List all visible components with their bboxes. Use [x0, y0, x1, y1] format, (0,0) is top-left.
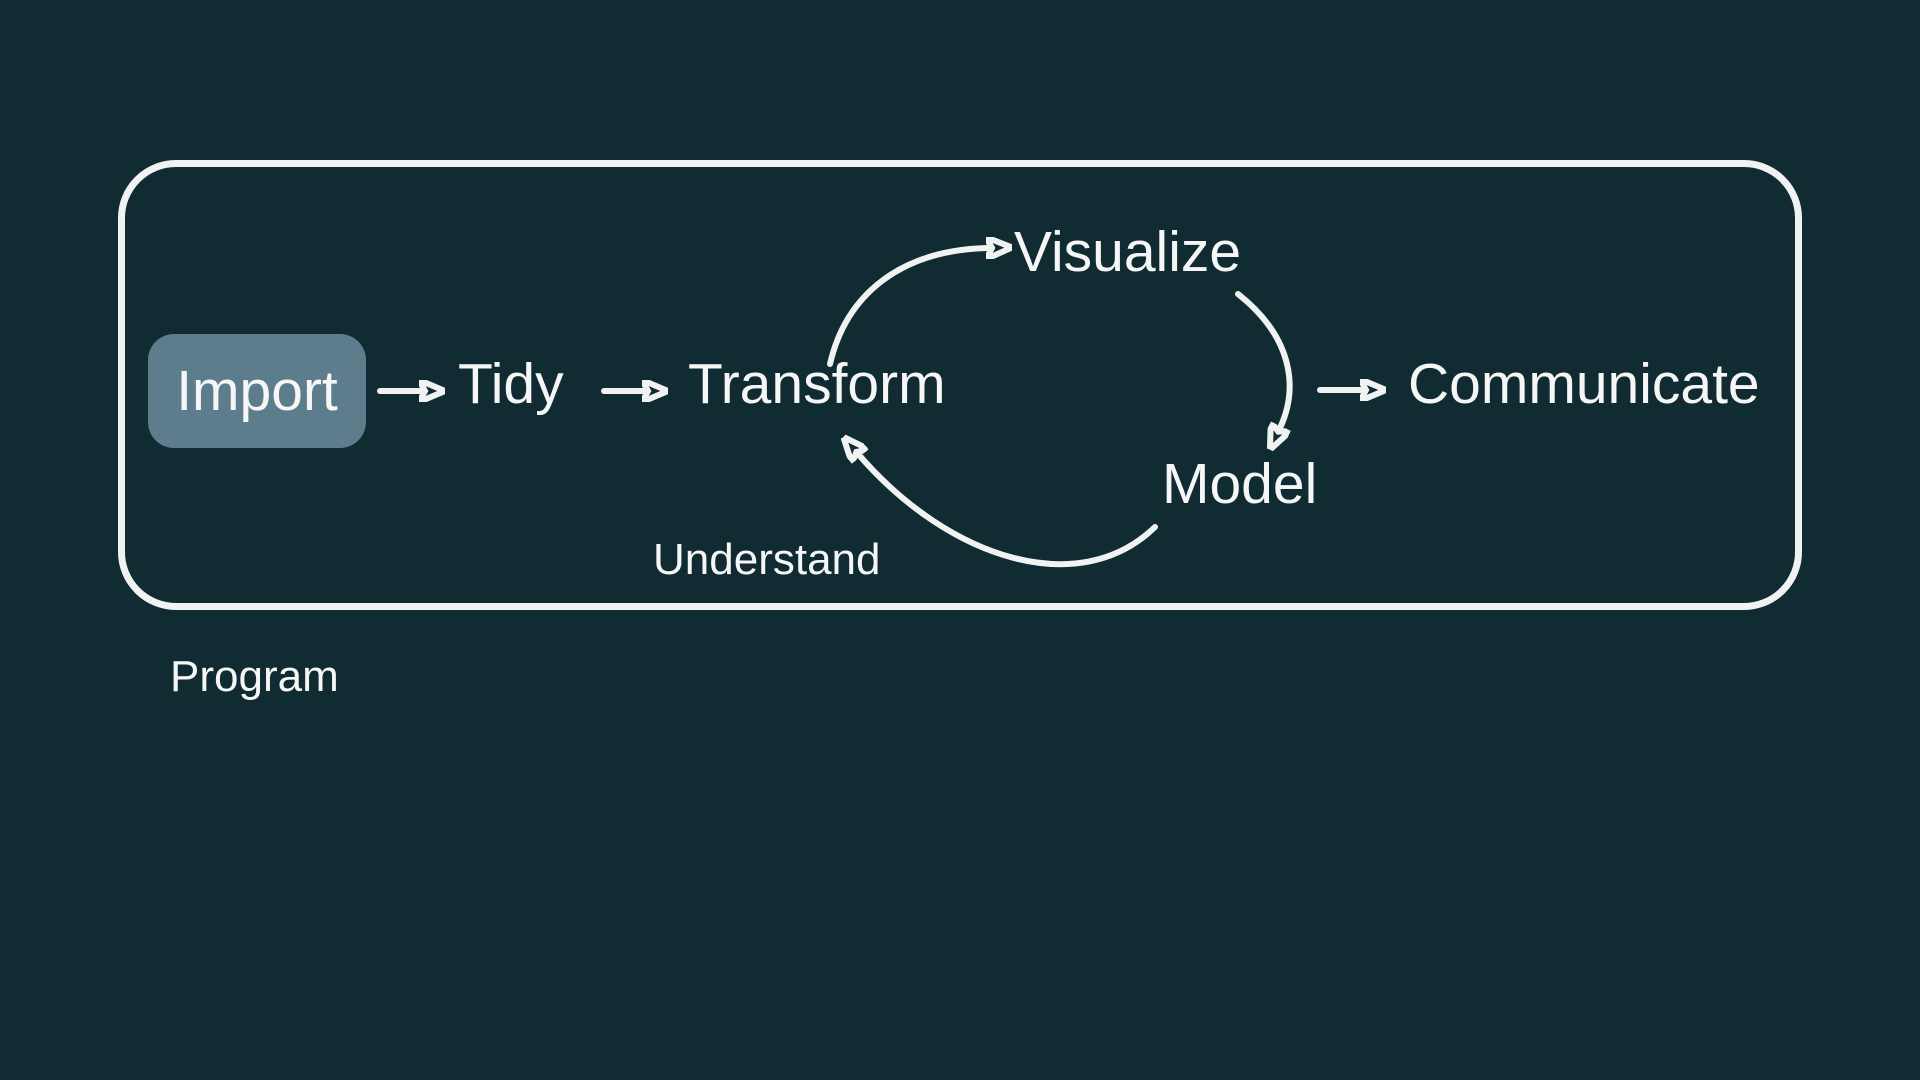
program-label: Program [170, 652, 339, 701]
node-tidy: Tidy [458, 352, 564, 416]
understand-cycle-label: Understand [653, 535, 881, 584]
node-visualize: Visualize [1014, 220, 1242, 284]
node-import: Import [148, 334, 366, 448]
node-model: Model [1162, 452, 1318, 516]
node-transform: Transform [688, 352, 946, 416]
node-communicate: Communicate [1408, 352, 1760, 416]
node-import-label: Import [176, 358, 338, 423]
program-boundary-box [118, 160, 1802, 610]
